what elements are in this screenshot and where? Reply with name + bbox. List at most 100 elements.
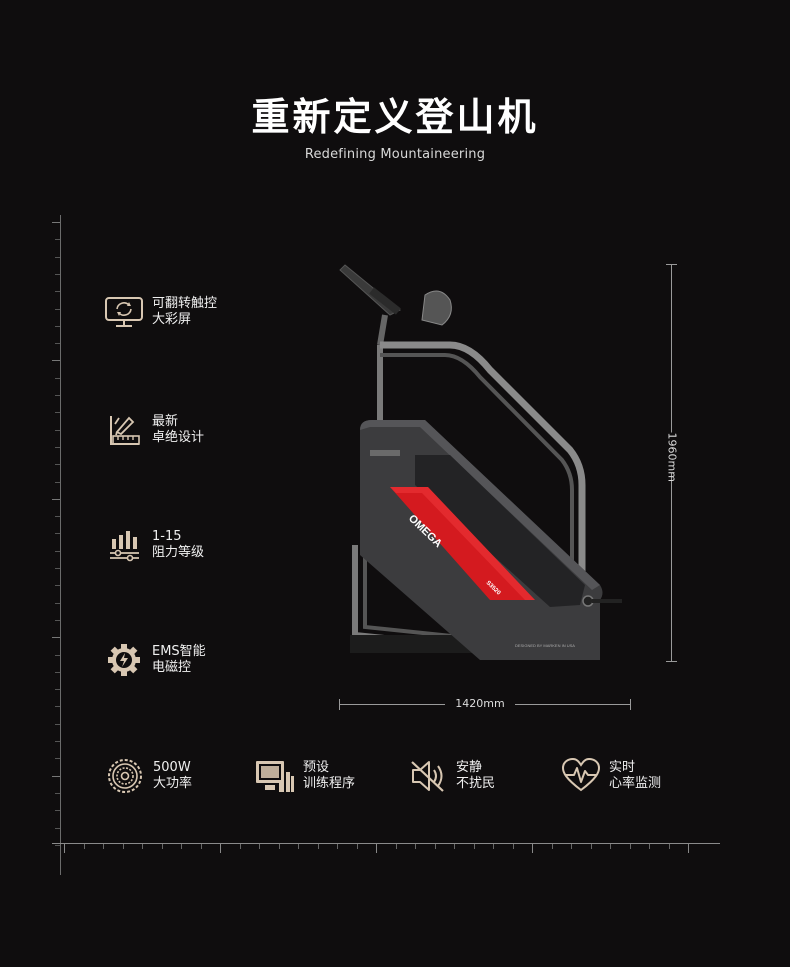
ruler-tick [55, 273, 60, 275]
page-subtitle: Redefining Mountaineering [304, 147, 486, 162]
feature-line1: EMS智能 [152, 644, 206, 659]
width-cap-left [339, 699, 340, 710]
ruler-tick [52, 222, 60, 223]
ruler-tick [55, 291, 60, 293]
ruler-horizontal [52, 843, 720, 844]
height-dimension-label: 1960mm [665, 432, 679, 482]
ruler-tick [55, 343, 60, 345]
feature-line1: 最新 [152, 414, 179, 429]
feature-line1: 500W [153, 760, 191, 775]
ruler-tick [55, 844, 60, 846]
ruler-tick [122, 844, 124, 849]
ruler-tick [571, 844, 572, 849]
height-cap-bottom [666, 661, 677, 662]
ruler-tick [337, 844, 338, 849]
ruler-tick [55, 533, 60, 535]
feature-line2: 心率监测 [609, 776, 662, 791]
ruler-tick [52, 637, 60, 639]
ruler-tick [415, 844, 416, 849]
ruler-tick [55, 654, 60, 656]
heart-rate-icon [561, 756, 601, 796]
ruler-tick [103, 844, 104, 849]
ruler-tick [55, 516, 60, 518]
ruler-tick [181, 844, 182, 849]
ruler-tick [55, 568, 60, 569]
feature-line2: 训练程序 [303, 776, 356, 791]
ruler-tick [259, 844, 260, 849]
ruler-tick [142, 844, 143, 849]
feature-line2: 电磁控 [152, 660, 192, 675]
ruler-tick [55, 412, 60, 414]
ruler-tick [55, 706, 60, 708]
ruler-tick [161, 844, 163, 849]
ruler-tick [473, 844, 475, 849]
ruler-tick [55, 585, 60, 587]
feature-ems: EMS智能电磁控 [104, 640, 206, 680]
page-title: 重新定义登山机 [251, 95, 539, 139]
ruler-tick [55, 689, 60, 691]
ruler-tick [434, 844, 436, 849]
feature-line1: 安静 [456, 760, 483, 775]
feature-line1: 1-15 [152, 529, 182, 544]
ruler-tick [55, 239, 60, 241]
ruler-tick [298, 844, 299, 849]
ruler-tick [55, 308, 60, 310]
ruler-tick [52, 775, 60, 777]
feature-line1: 可翻转触控 [152, 296, 218, 311]
ruler-tick [239, 844, 241, 849]
ruler-tick [55, 758, 60, 760]
program-display-icon [255, 756, 295, 796]
ruler-vertical [60, 215, 61, 875]
feature-flip-screen: 可翻转触控大彩屏 [104, 292, 217, 332]
machine-badge: DESIGNED BY MARKEN IN USA [515, 643, 575, 648]
ruler-tick [55, 481, 60, 483]
feature-line2: 大彩屏 [152, 312, 192, 327]
ruler-tick [55, 671, 60, 673]
width-dimension-label: 1420mm [445, 697, 515, 710]
ruler-tick [629, 844, 631, 849]
feature-line2: 阻力等级 [152, 545, 205, 560]
ruler-tick [55, 429, 60, 431]
ruler-tick [610, 844, 611, 849]
ruler-tick [55, 464, 60, 466]
feature-programs: 预设训练程序 [255, 756, 355, 796]
ruler-tick [356, 844, 358, 849]
ruler-tick [493, 844, 494, 849]
ruler-tick [55, 810, 60, 812]
stepper-machine-image: OMEGA S3520 DESIGNED BY MARKEN IN USA [330, 255, 640, 669]
feature-line1: 预设 [303, 760, 330, 775]
feature-line2: 大功率 [153, 776, 193, 791]
ruler-tick [55, 446, 60, 448]
height-cap-top [666, 264, 677, 265]
ruler-tick [55, 325, 60, 327]
ruler-tick [83, 844, 85, 849]
ruler-tick [200, 844, 202, 849]
feature-heart-rate: 实时心率监测 [561, 756, 661, 796]
ruler-tick [55, 602, 60, 604]
ruler-tick [512, 844, 514, 849]
design-pencil-ruler-icon [104, 410, 144, 450]
ruler-tick [55, 741, 60, 742]
ruler-tick [55, 827, 60, 829]
ruler-tick [376, 844, 377, 853]
ruler-tick [395, 844, 397, 849]
feature-quiet: 安静不扰民 [408, 756, 495, 796]
ruler-tick [532, 844, 533, 853]
ruler-tick [55, 550, 60, 552]
feature-line1: 实时 [609, 760, 636, 775]
ruler-tick [55, 377, 60, 379]
ruler-tick [317, 844, 319, 849]
ruler-tick [220, 844, 221, 853]
feature-line2: 卓绝设计 [152, 430, 205, 445]
ruler-tick [454, 844, 455, 849]
ruler-tick [55, 723, 60, 725]
gear-lightning-icon [104, 640, 144, 680]
feature-line2: 不扰民 [456, 776, 496, 791]
ruler-tick [52, 498, 60, 500]
resistance-bars-icon [104, 525, 144, 565]
ruler-tick [55, 619, 60, 621]
ruler-tick [649, 844, 650, 849]
ruler-tick [55, 395, 60, 396]
ruler-tick [64, 844, 65, 853]
